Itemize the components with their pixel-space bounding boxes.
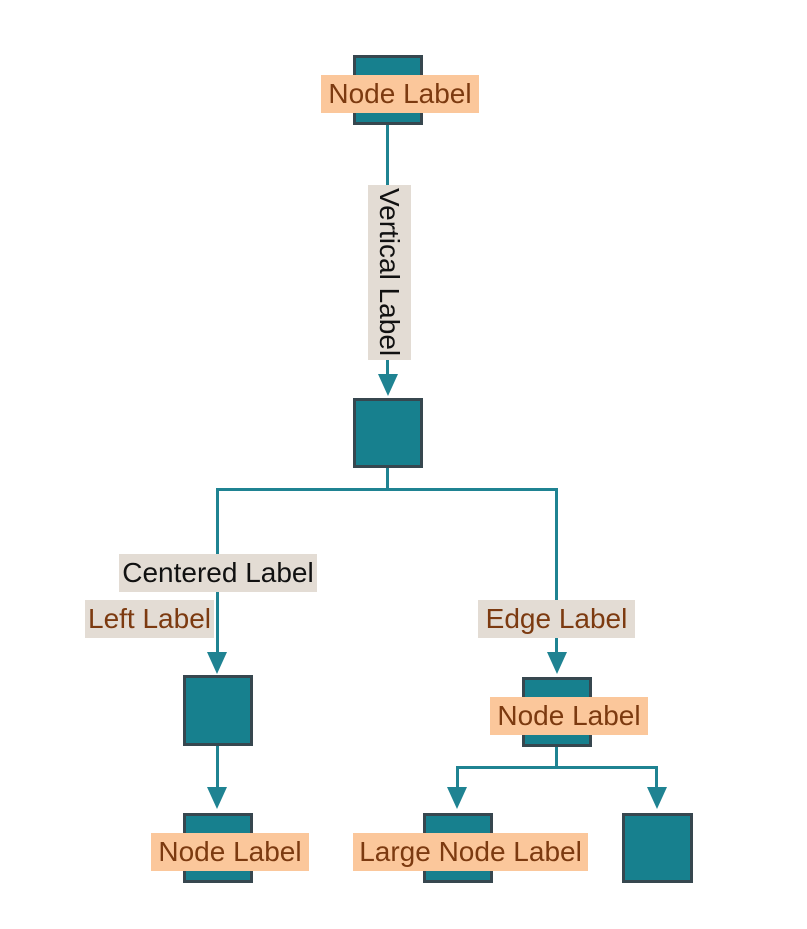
edge-label-vertical: Vertical Label [368,185,411,360]
arrowhead-icon [378,374,398,396]
edge-right-child-to-plain-leaf [655,766,658,789]
node-label-root: Node Label [321,75,479,113]
edge-label-centered: Centered Label [119,554,317,592]
arrowhead-icon [207,787,227,809]
edge-hub-to-right-child [555,488,558,654]
node-hub [353,398,423,468]
node-label-left-leaf: Node Label [151,833,309,871]
edge-label-left: Left Label [85,600,214,638]
arrowhead-icon [647,787,667,809]
node-plain-leaf [622,813,693,883]
edge-right-child-to-large-leaf [456,766,459,789]
edge-hub-stem [386,468,389,490]
arrowhead-icon [547,652,567,674]
edge-hub-branch-horizontal [216,488,558,491]
edge-right-branch-horizontal [456,766,658,769]
edge-right-child-stem [555,746,558,768]
arrowhead-icon [447,787,467,809]
arrowhead-icon [207,652,227,674]
node-label-right-child: Node Label [490,697,648,735]
edge-left-child-to-leaf [216,746,219,789]
node-label-large-leaf: Large Node Label [353,833,588,871]
edge-label-right: Edge Label [478,600,635,638]
node-left-child [183,675,253,746]
